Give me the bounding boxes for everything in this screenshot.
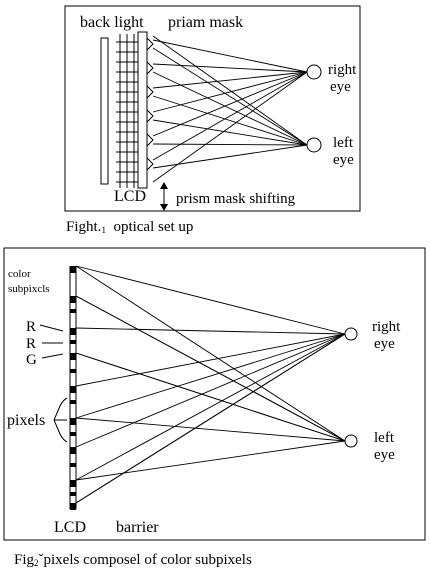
figure-2: color subpixcls R R G pixels LCD barrier… [3, 247, 426, 568]
lcd-subpixel-block [70, 353, 76, 360]
lcd-subpixel-block [70, 309, 76, 313]
lcd-subpixel-block [70, 463, 76, 467]
g-label: G [26, 352, 37, 368]
back-light-label: back light [80, 14, 144, 31]
ray-to-right-eye [152, 39, 308, 73]
figure-2-frame [3, 247, 426, 541]
figure-1: back light priam mask LCD right eye left… [64, 5, 361, 235]
ray-to-right-eye [75, 333, 346, 387]
back-light-panel [100, 37, 109, 185]
prism-mask-facets [146, 37, 154, 171]
ray-to-left-eye [152, 95, 308, 146]
prism-facet [146, 85, 154, 99]
ray-to-left-eye [152, 35, 308, 146]
barrier-label: barrier [116, 519, 159, 536]
ray-to-left-eye [75, 440, 346, 481]
ray-to-left-eye [75, 265, 346, 442]
prism-mask-label: priam mask [168, 14, 243, 31]
ray-to-left-eye [75, 352, 346, 442]
lcd-panel [116, 34, 138, 188]
ray-to-right-eye [152, 63, 308, 73]
left-eye-circle-1 [306, 137, 322, 153]
right-eye-label-2a: right [372, 319, 401, 335]
lcd-subpixel-block [70, 328, 76, 335]
figure-2-rays [75, 265, 346, 504]
ray-to-right-eye [152, 71, 308, 161]
lcd-subpixel-block [70, 480, 76, 487]
ray-to-left-eye [152, 71, 308, 146]
prism-mask [137, 31, 148, 189]
prism-facet [146, 133, 154, 147]
r-label-2: R [26, 336, 36, 352]
ray-to-right-eye [152, 71, 308, 183]
ray-to-left-eye [152, 119, 308, 146]
ray-to-right-eye [152, 71, 308, 113]
ray-to-right-eye [75, 333, 346, 419]
pixels-brace-icon [53, 397, 68, 443]
ray-to-left-eye [75, 295, 346, 442]
ray-to-right-eye [75, 333, 346, 504]
left-eye-label-1a: left [333, 135, 354, 151]
pixels-label: pixels [7, 412, 45, 429]
right-eye-circle-2 [344, 327, 358, 341]
lcd-subpixel-block [70, 418, 76, 425]
ray-to-left-eye [75, 417, 346, 442]
right-eye-label-1a: right [328, 62, 357, 78]
lcd-column [69, 266, 77, 510]
r-label-1: R [26, 319, 36, 335]
lcd-label-2: LCD [54, 519, 86, 536]
left-eye-label-1b: eye [333, 152, 354, 168]
lcd-subpixel-block [70, 447, 76, 454]
lcd-label-1: LCD [114, 188, 146, 205]
color-subpixels-label-a: color [8, 268, 31, 280]
ray-to-left-eye [152, 143, 308, 146]
ray-to-right-eye [75, 265, 346, 335]
lcd-subpixel-block [70, 503, 76, 510]
right-eye-label-2b: eye [374, 336, 395, 352]
ray-to-right-eye [152, 71, 308, 137]
rrg-leaders [39, 324, 64, 359]
prism-facet [146, 109, 154, 123]
lcd-subpixel-block [70, 369, 76, 373]
ray-to-right-eye [75, 333, 346, 481]
left-eye-circle-2 [344, 434, 358, 448]
lcd-subpixel-block [70, 266, 76, 273]
ray-to-right-eye [75, 327, 346, 335]
lcd-subpixel-block [70, 340, 76, 344]
prism-facet [146, 37, 154, 51]
ray-to-right-eye [75, 333, 346, 448]
ray-to-right-eye [152, 71, 308, 89]
ray-to-left-eye [152, 144, 308, 169]
lcd-subpixel-block [70, 400, 76, 404]
figure-1-rays [152, 35, 308, 183]
left-eye-label-2b: eye [374, 447, 395, 463]
figure-1-frame [64, 5, 361, 212]
lcd-subpixel-block [70, 296, 76, 303]
shifting-arrow-icon [160, 182, 168, 211]
lcd-subpixel-block [70, 386, 76, 393]
right-eye-label-1b: eye [330, 79, 351, 95]
prism-facet [146, 61, 154, 75]
lcd-subpixel-block [70, 492, 76, 496]
ray-to-left-eye [152, 47, 308, 146]
shifting-label: prism mask shifting [176, 191, 296, 207]
lcd-subpixel-block [70, 432, 76, 436]
left-eye-label-2a: left [374, 430, 395, 446]
figure-1-caption: Fight.1 optical set up [66, 219, 193, 235]
color-subpixels-label-b: subpixcls [8, 283, 50, 295]
figure-2-caption: Fig2ˇpixels composel of color subpixels [14, 552, 252, 568]
prism-facet [146, 157, 154, 171]
right-eye-circle-1 [306, 64, 322, 80]
